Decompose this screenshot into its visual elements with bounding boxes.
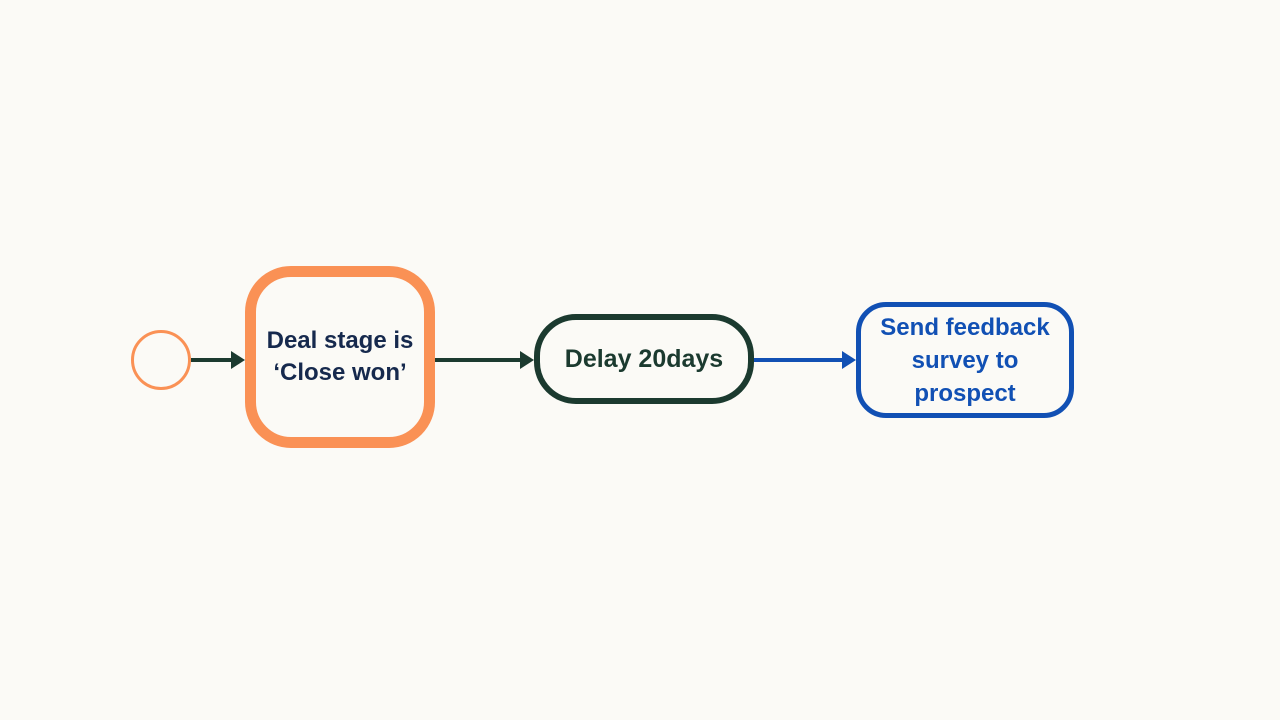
action-node-label: Send feedback survey to prospect [880,313,1050,407]
start-node-circle[interactable] [131,330,191,390]
delay-node[interactable]: Delay 20days [534,314,754,404]
arrow-shaft [435,358,523,362]
arrowhead-icon [231,351,245,369]
action-node-send-survey[interactable]: Send feedback survey to prospect [856,302,1074,418]
arrowhead-icon [842,351,856,369]
condition-node-label: Deal stage is ‘Close won’ [266,327,414,386]
arrowhead-icon [520,351,534,369]
arrow-shaft [191,358,234,362]
arrow-shaft [754,358,845,362]
condition-node-deal-stage[interactable]: Deal stage is ‘Close won’ [245,266,435,448]
delay-node-label: Delay 20days [564,345,724,373]
